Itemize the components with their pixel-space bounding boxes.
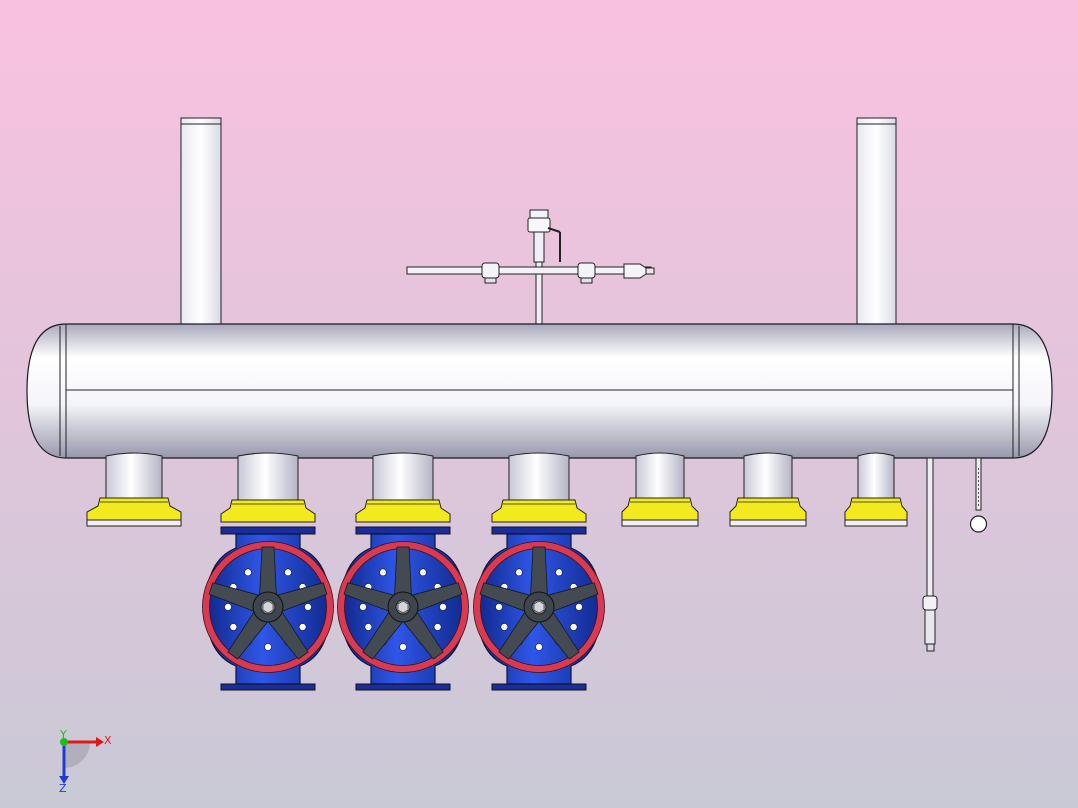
- outlet-nozzle-1[interactable]: [86, 452, 182, 527]
- handwheel-icon[interactable]: [337, 541, 469, 673]
- gate-valve-1[interactable]: [202, 526, 334, 691]
- outlet-nozzle-3[interactable]: [355, 452, 451, 523]
- header-vessel[interactable]: [26, 323, 1053, 459]
- outlet-nozzle-2[interactable]: [220, 452, 316, 523]
- handwheel-icon[interactable]: [202, 541, 334, 673]
- ball-valve-icon: [577, 262, 596, 284]
- vent-valve-icon: [527, 209, 561, 263]
- handwheel-icon[interactable]: [473, 541, 605, 673]
- coordinate-triad: X Y Z: [59, 728, 112, 795]
- axis-y-label: Y: [59, 728, 67, 741]
- outlet-nozzle-4[interactable]: [491, 452, 587, 523]
- drain-valve-assembly[interactable]: [922, 457, 938, 652]
- ball-valve-icon: [481, 262, 500, 284]
- thermometer-assembly[interactable]: [969, 457, 988, 533]
- outlet-nozzle-6[interactable]: [729, 452, 807, 527]
- outlet-nozzle-7[interactable]: [844, 452, 908, 527]
- pressure-gauge-assembly[interactable]: [406, 209, 655, 325]
- pressure-switch-icon: [623, 263, 655, 279]
- gate-valve-2[interactable]: [337, 526, 469, 691]
- axis-x-label: X: [104, 734, 112, 747]
- gate-valve-3[interactable]: [473, 526, 605, 691]
- axis-z-label: Z: [59, 782, 67, 795]
- outlet-nozzle-5[interactable]: [621, 452, 699, 527]
